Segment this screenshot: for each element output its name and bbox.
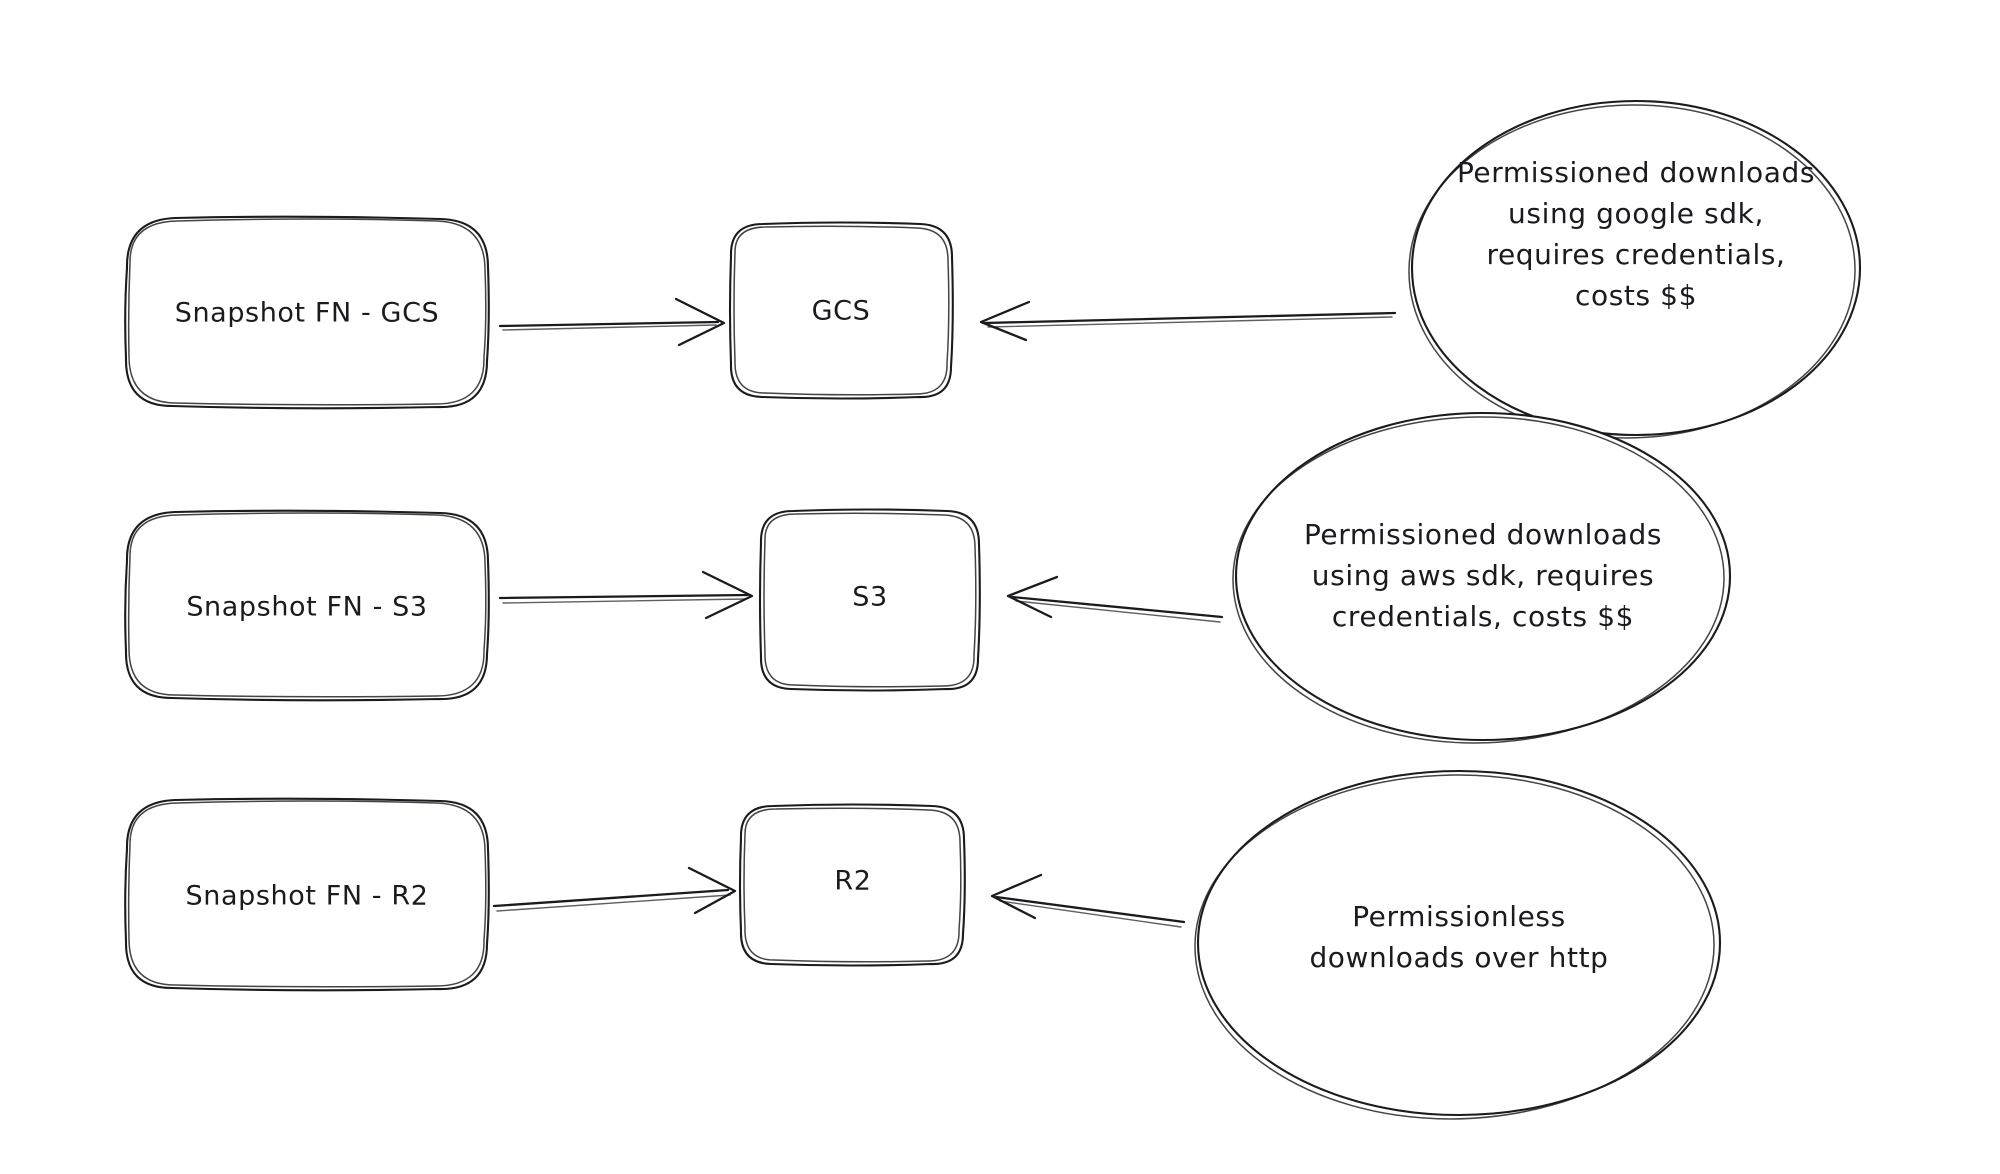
note-line: credentials, costs $$	[1332, 600, 1634, 633]
note-line: Permissionless	[1352, 900, 1566, 933]
arrow-head-icon	[990, 873, 1043, 920]
node-label-gcs: GCS	[812, 296, 871, 327]
arrow-head-icon	[1006, 575, 1059, 619]
note-line: Permissioned downloads	[1457, 156, 1815, 189]
connector-gcs-source-to-store	[498, 297, 726, 347]
arrow-head-icon	[674, 297, 726, 347]
connector-gcs-note-to-store	[979, 300, 1397, 342]
note-line: using google sdk,	[1508, 197, 1764, 230]
node-label-r2: R2	[834, 866, 871, 897]
node-snapshot-fn-s3[interactable]: Snapshot FN - S3	[124, 509, 490, 702]
note-bubble-r2[interactable]: Permissionless downloads over http	[1194, 769, 1722, 1120]
node-snapshot-fn-gcs[interactable]: Snapshot FN - GCS	[124, 215, 490, 410]
note-line: downloads over http	[1309, 941, 1608, 974]
note-line: Permissioned downloads	[1304, 518, 1662, 551]
node-label-snapshot-fn-s3: Snapshot FN - S3	[186, 592, 427, 623]
note-line: using aws sdk, requires	[1312, 559, 1654, 592]
arrow-head-icon	[701, 570, 754, 620]
note-line: requires credentials,	[1486, 238, 1785, 271]
arrow-head-icon	[979, 300, 1031, 342]
note-line: costs $$	[1575, 279, 1697, 312]
connector-r2-note-to-store	[990, 873, 1186, 928]
node-label-snapshot-fn-gcs: Snapshot FN - GCS	[175, 298, 440, 329]
note-bubble-gcs[interactable]: Permissioned downloads using google sdk,…	[1408, 99, 1862, 439]
node-label-s3: S3	[852, 582, 888, 613]
note-bubble-s3[interactable]: Permissioned downloads using aws sdk, re…	[1232, 411, 1732, 744]
node-r2[interactable]: R2	[738, 803, 966, 967]
node-s3[interactable]: S3	[758, 508, 981, 692]
arrow-head-icon	[687, 866, 737, 915]
node-label-snapshot-fn-r2: Snapshot FN - R2	[186, 881, 429, 912]
node-gcs[interactable]: GCS	[728, 221, 954, 400]
connector-s3-note-to-store	[1006, 575, 1224, 623]
node-snapshot-fn-r2[interactable]: Snapshot FN - R2	[124, 797, 490, 992]
connector-r2-source-to-store	[492, 866, 737, 915]
connector-s3-source-to-store	[498, 570, 754, 620]
